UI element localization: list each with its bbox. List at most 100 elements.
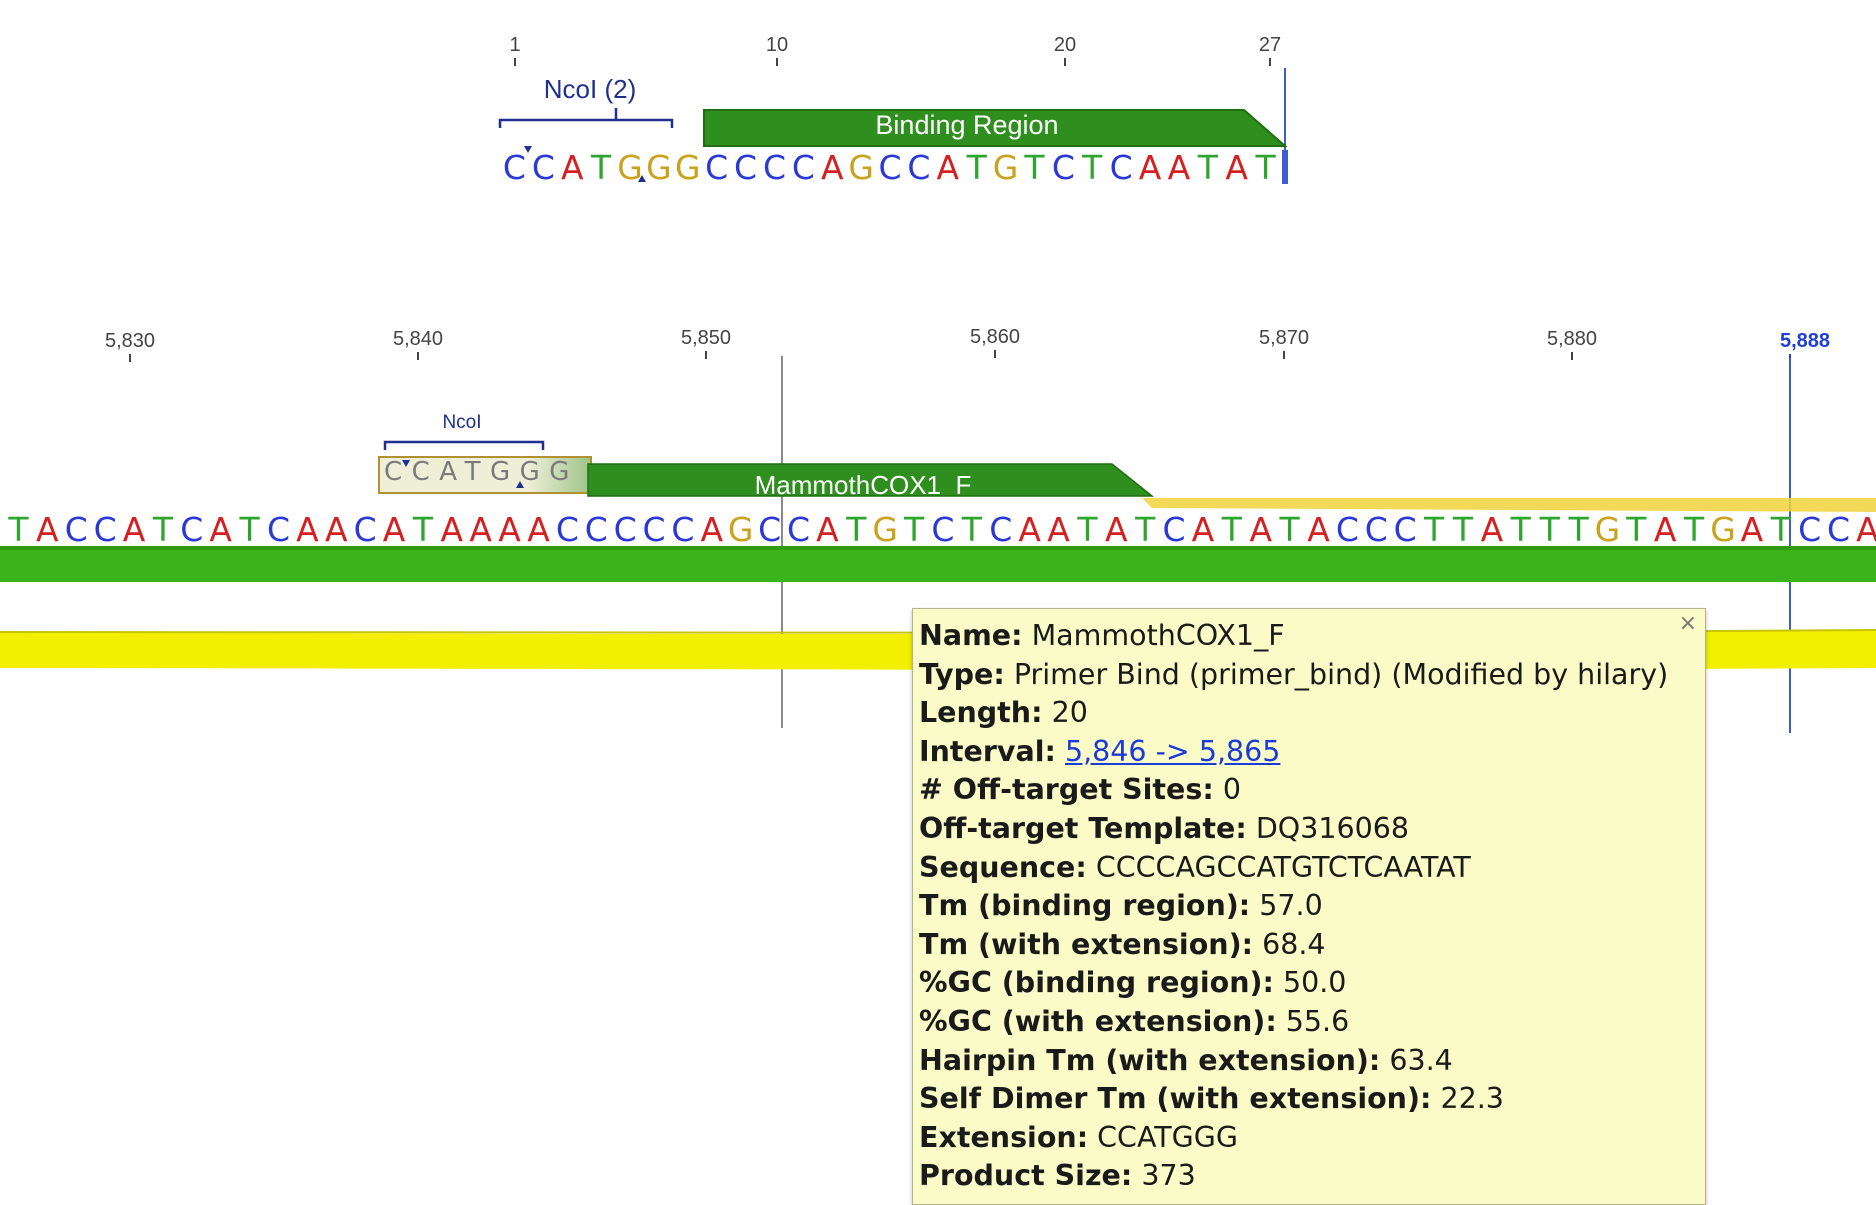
- nucleotide[interactable]: T: [239, 510, 260, 549]
- nucleotide[interactable]: C: [989, 510, 1013, 549]
- nucleotide[interactable]: A: [1307, 510, 1330, 549]
- nucleotide[interactable]: C: [1109, 148, 1133, 187]
- nucleotide[interactable]: C: [1162, 510, 1186, 549]
- nucleotide[interactable]: C: [642, 510, 666, 549]
- nucleotide[interactable]: A: [382, 510, 406, 549]
- nucleotide[interactable]: A: [1653, 510, 1677, 549]
- nucleotide[interactable]: A: [36, 510, 59, 549]
- nucleotide[interactable]: T: [1221, 510, 1242, 549]
- nucleotide[interactable]: T: [1279, 510, 1300, 549]
- nucleotide[interactable]: A: [936, 148, 960, 187]
- primer-extension-box[interactable]: [378, 456, 592, 494]
- nucleotide[interactable]: T: [152, 510, 173, 549]
- nucleotide[interactable]: A: [324, 510, 348, 549]
- close-icon[interactable]: ×: [1678, 611, 1697, 636]
- nucleotide[interactable]: A: [1167, 148, 1191, 187]
- nucleotide[interactable]: T: [1424, 510, 1445, 549]
- nucleotide[interactable]: C: [1827, 510, 1851, 549]
- nucleotide[interactable]: A: [1225, 148, 1248, 187]
- nucleotide[interactable]: C: [762, 148, 786, 187]
- nucleotide[interactable]: G: [872, 510, 898, 549]
- nucleotide[interactable]: C: [531, 148, 555, 187]
- nucleotide[interactable]: C: [502, 148, 526, 187]
- nucleotide[interactable]: A: [296, 510, 319, 549]
- nucleotide[interactable]: A: [1249, 510, 1273, 549]
- nucleotide[interactable]: C: [1051, 148, 1075, 187]
- nucleotide[interactable]: T: [846, 510, 867, 549]
- nucleotide[interactable]: C: [555, 510, 579, 549]
- nucleotide[interactable]: C: [786, 510, 811, 549]
- nucleotide[interactable]: C: [878, 148, 902, 187]
- nucleotide[interactable]: A: [1856, 510, 1876, 549]
- nucleotide[interactable]: G: [848, 148, 874, 187]
- nucleotide[interactable]: T: [961, 510, 982, 549]
- nucleotide[interactable]: T: [1452, 510, 1474, 549]
- nucleotide[interactable]: T: [1626, 510, 1647, 549]
- nucleotide[interactable]: A: [527, 510, 550, 549]
- nucleotide[interactable]: T: [591, 148, 612, 187]
- nucleotide[interactable]: A: [820, 148, 844, 187]
- nucleotide[interactable]: T: [903, 510, 925, 549]
- nucleotide[interactable]: C: [353, 510, 377, 549]
- nucleotide[interactable]: A: [1047, 510, 1070, 549]
- nucleotide[interactable]: C: [613, 510, 637, 549]
- nucleotide[interactable]: C: [1798, 510, 1822, 549]
- nucleotide[interactable]: G: [992, 148, 1019, 187]
- nucleotide[interactable]: T: [412, 510, 433, 549]
- nucleotide[interactable]: T: [1197, 148, 1218, 187]
- nucleotide[interactable]: G: [727, 510, 754, 549]
- nucleotide[interactable]: G: [1710, 510, 1736, 549]
- nucleotide[interactable]: A: [122, 510, 146, 549]
- nucleotide[interactable]: C: [180, 510, 204, 549]
- nucleotide[interactable]: A: [1138, 148, 1162, 187]
- nucleotide[interactable]: C: [266, 510, 290, 549]
- nucleotide[interactable]: T: [1510, 510, 1531, 549]
- nucleotide[interactable]: C: [907, 148, 931, 187]
- nucleotide[interactable]: C: [791, 148, 815, 187]
- nucleotide[interactable]: A: [816, 510, 839, 549]
- nucleotide[interactable]: T: [1255, 148, 1276, 187]
- nucleotide[interactable]: A: [1105, 510, 1128, 549]
- nucleotide[interactable]: C: [705, 148, 729, 187]
- binding-region-annotation[interactable]: [702, 108, 1287, 150]
- nucleotide[interactable]: T: [1024, 148, 1045, 187]
- nucleotide[interactable]: C: [758, 510, 782, 549]
- nucleotide[interactable]: C: [931, 510, 955, 549]
- nucleotide[interactable]: T: [1684, 510, 1705, 549]
- nucleotide[interactable]: T: [8, 510, 29, 549]
- primer-enzyme-label[interactable]: NcoI (2): [543, 74, 637, 104]
- nucleotide[interactable]: A: [1480, 510, 1504, 549]
- template-cursor-line[interactable]: [1789, 358, 1791, 733]
- nucleotide[interactable]: T: [1082, 148, 1103, 187]
- interval-link[interactable]: 5,846 -> 5,865: [1064, 734, 1281, 768]
- nucleotide[interactable]: C: [1335, 510, 1359, 549]
- mammoth-primer-annotation[interactable]: [586, 460, 1876, 522]
- nucleotide[interactable]: A: [209, 510, 232, 549]
- nucleotide[interactable]: G: [617, 148, 643, 187]
- nucleotide[interactable]: T: [966, 148, 987, 187]
- nucleotide[interactable]: G: [1594, 510, 1621, 549]
- nucleotide[interactable]: C: [584, 510, 608, 549]
- nucleotide[interactable]: T: [1568, 510, 1589, 549]
- nucleotide[interactable]: C: [1393, 510, 1417, 549]
- primer-cursor-line[interactable]: [1284, 68, 1286, 184]
- nucleotide[interactable]: T: [1077, 510, 1098, 549]
- template-enzyme-label[interactable]: NcoI: [442, 412, 482, 433]
- nucleotide[interactable]: G: [646, 148, 672, 187]
- nucleotide[interactable]: A: [700, 510, 724, 549]
- nucleotide[interactable]: C: [671, 510, 695, 549]
- nucleotide[interactable]: T: [1770, 510, 1791, 549]
- nucleotide[interactable]: A: [469, 510, 492, 549]
- nucleotide[interactable]: A: [1018, 510, 1041, 549]
- nucleotide[interactable]: A: [1740, 510, 1764, 549]
- nucleotide[interactable]: T: [1539, 510, 1560, 549]
- nucleotide[interactable]: A: [440, 510, 464, 549]
- nucleotide[interactable]: G: [675, 148, 701, 187]
- nucleotide[interactable]: C: [1364, 510, 1388, 549]
- nucleotide[interactable]: A: [1191, 510, 1215, 549]
- nucleotide[interactable]: T: [1135, 510, 1156, 549]
- nucleotide[interactable]: A: [498, 510, 521, 549]
- nucleotide[interactable]: A: [560, 148, 584, 187]
